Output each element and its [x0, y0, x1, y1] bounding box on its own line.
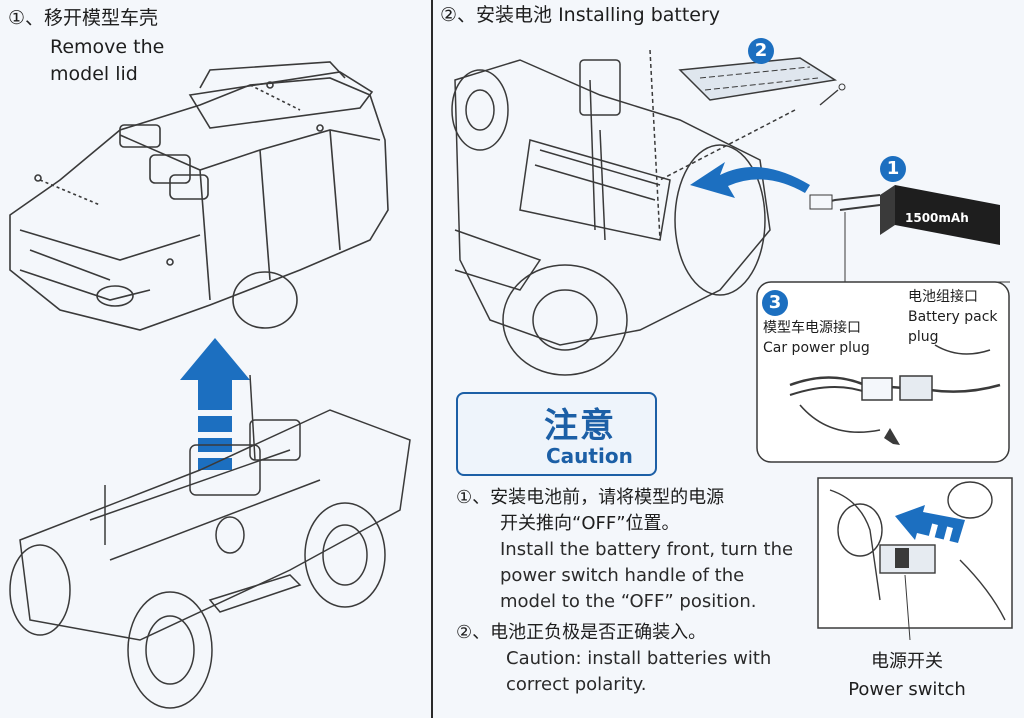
caution-note-2: ②、电池正负极是否正确装入。 Caution: install batterie… [456, 620, 816, 698]
column-divider [431, 0, 433, 718]
battery-label: 1500mAh [905, 211, 969, 225]
note1-cn-line2: 开关推向“OFF”位置。 [500, 513, 680, 534]
caution-note-1: ①、安装电池前，请将模型的电源 开关推向“OFF”位置。 Install the… [456, 485, 816, 615]
step-badge-1: 1 [880, 156, 906, 182]
step1-subtitle: Remove the model lid [50, 34, 250, 88]
battery-plug-en-line2: plug [908, 329, 939, 345]
battery-plug-en-line1: Battery pack [908, 309, 998, 325]
car-plug-en: Car power plug [763, 340, 870, 356]
caution-title-cn: 注意 [544, 406, 616, 446]
car-body-shell [9, 61, 389, 331]
note2-en-line1: Caution: install batteries with [506, 648, 772, 669]
battery-install-diagram [451, 49, 796, 376]
power-switch-en: Power switch [848, 679, 966, 700]
power-switch-label: 电源开关 Power switch [832, 648, 982, 704]
caution-box: 注意 Caution [456, 392, 657, 476]
chassis [9, 374, 411, 709]
power-switch-cn: 电源开关 [871, 651, 943, 672]
step2-title: ②、安装电池 Installing battery [440, 4, 721, 26]
car-plug-cn: 模型车电源接口 [763, 320, 861, 336]
note1-cn-line1: ①、安装电池前，请将模型的电源 [456, 487, 725, 508]
note1-en-line1: Install the battery front, turn the [500, 539, 794, 560]
battery-plug-cn: 电池组接口 [908, 289, 978, 305]
plug-inset [756, 281, 1010, 463]
battery-cover-plate [678, 57, 846, 106]
lift-arrow [180, 338, 250, 470]
step1-title: ①、移开模型车壳 [8, 7, 159, 29]
power-switch-inset [817, 477, 1013, 641]
note2-en-line2: correct polarity. [506, 674, 647, 695]
step1-subtitle-line1: Remove the [50, 36, 165, 58]
note2-cn-line1: ②、电池正负极是否正确装入。 [456, 622, 707, 643]
note1-en-line3: model to the “OFF” position. [500, 591, 757, 612]
insert-arrow [690, 162, 810, 198]
caution-title-en: Caution [546, 444, 633, 468]
car-plug-label: 模型车电源接口 Car power plug [763, 318, 870, 358]
note1-en-line2: power switch handle of the [500, 565, 745, 586]
step-badge-2: 2 [748, 38, 774, 64]
battery-pack: 1500mAh [809, 185, 1000, 245]
step1-subtitle-line2: model lid [50, 63, 138, 85]
step-badge-3: 3 [762, 290, 788, 316]
battery-plug-label: 电池组接口 Battery pack plug [908, 287, 998, 347]
